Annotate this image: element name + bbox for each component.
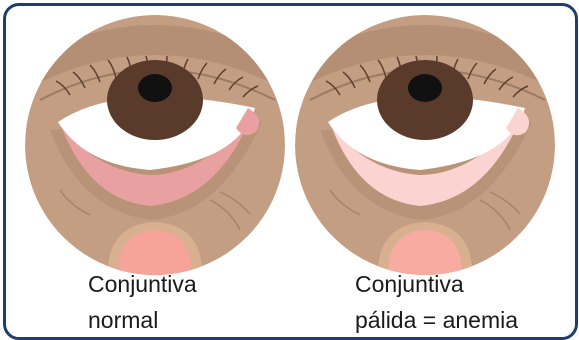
caption-normal: Conjuntiva normal [88,266,197,338]
caption-anemia: Conjuntiva pálida = anemia [355,266,518,338]
caption-normal-line2: normal [88,302,197,338]
caption-normal-line1: Conjuntiva [88,266,197,302]
caption-anemia-line2: pálida = anemia [355,302,518,338]
caption-anemia-line1: Conjuntiva [355,266,518,302]
eye-anemia [295,15,555,280]
eye-normal [25,15,285,280]
